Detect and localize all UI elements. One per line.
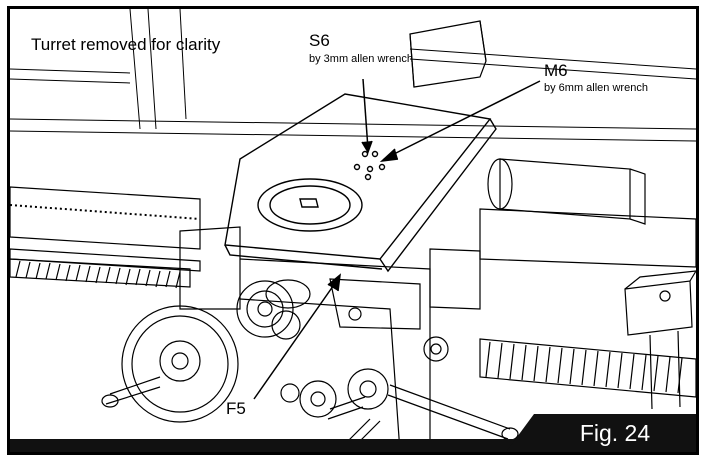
- callout-m6-note: by 6mm allen wrench: [544, 82, 648, 94]
- cover-block: [409, 20, 487, 88]
- callout-f5-title: F5: [226, 399, 246, 418]
- bed-rails: [10, 9, 696, 142]
- figure-number-badge: Fig. 24: [506, 414, 696, 452]
- dial-assembly: [236, 279, 311, 340]
- left-rack: [10, 186, 201, 272]
- handwheel-large: [101, 305, 239, 423]
- leader-s6: [361, 78, 373, 154]
- right-cylinder: [487, 158, 646, 225]
- right-rack: [479, 208, 696, 398]
- figure-frame: Turret removed for clarity S6 by 3mm all…: [7, 6, 699, 455]
- callout-s6-note: by 3mm allen wrench: [309, 53, 413, 65]
- lathe-carriage-drawing: [10, 9, 696, 452]
- tool-post-block: [624, 270, 696, 410]
- callout-m6-title: M6: [544, 61, 568, 80]
- callout-s6-title: S6: [309, 31, 330, 50]
- cross-slide: [224, 93, 497, 273]
- leader-m6: [379, 80, 541, 163]
- left-leadscrew: [10, 258, 191, 289]
- figure-caption: Turret removed for clarity: [31, 35, 221, 54]
- leader-f5: [253, 273, 341, 400]
